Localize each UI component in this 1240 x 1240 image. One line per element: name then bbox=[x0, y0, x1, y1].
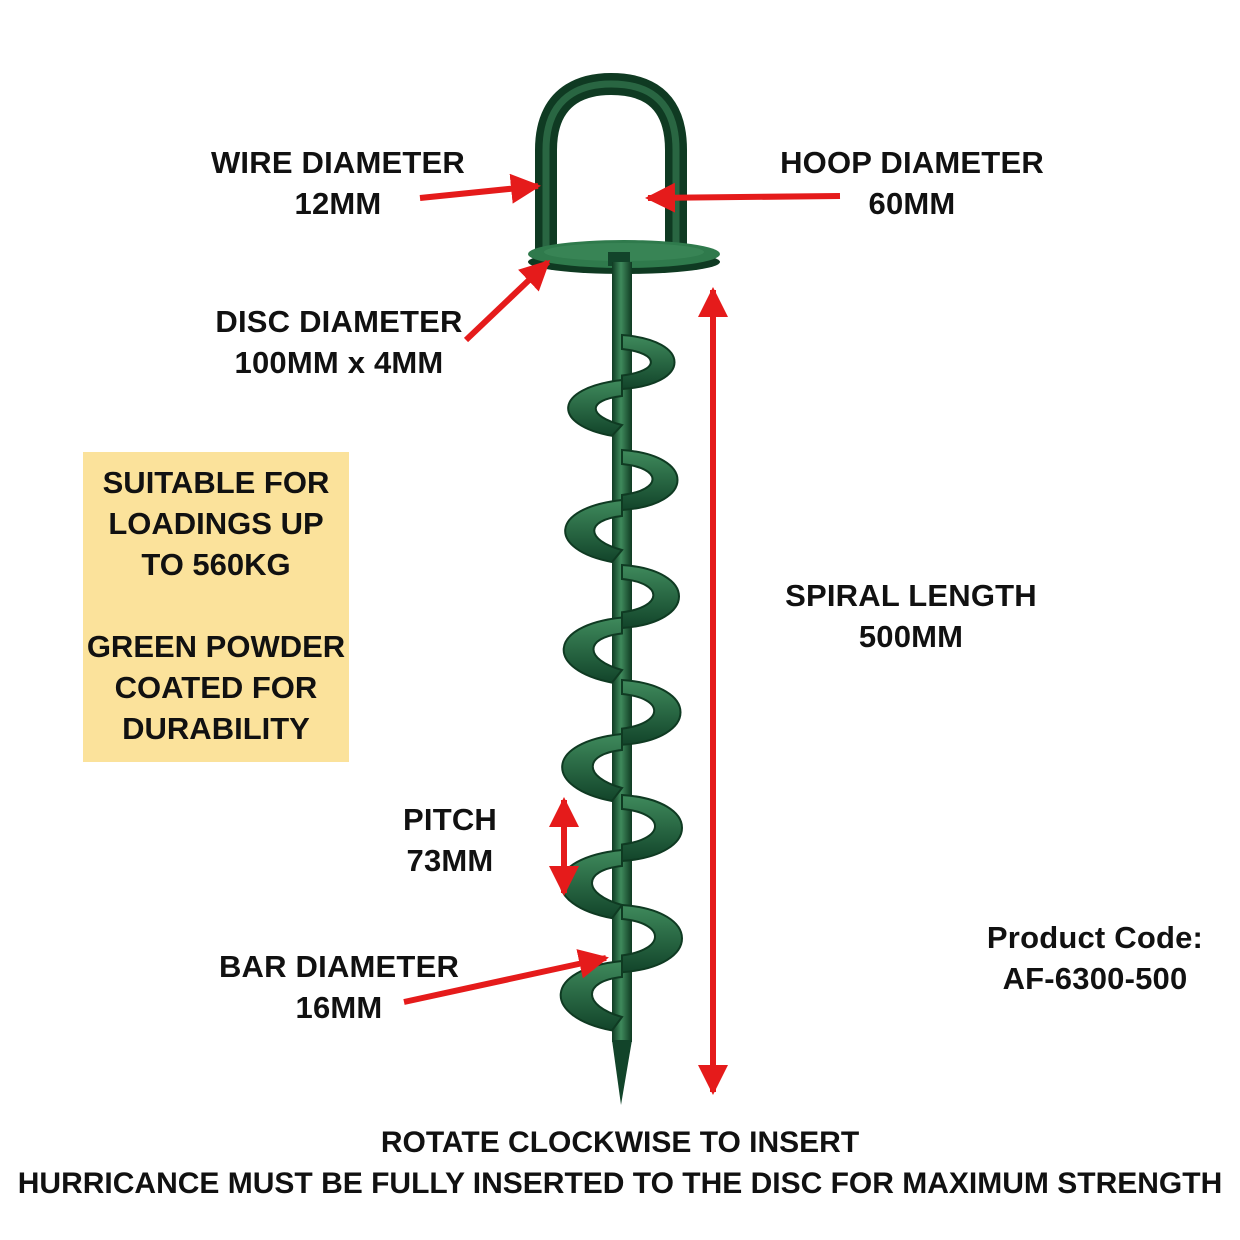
product-code-value: AF-6300-500 bbox=[1002, 961, 1188, 996]
disc-diameter-value: 100MM x 4MM bbox=[234, 345, 444, 380]
spiral-length-value: 500MM bbox=[858, 619, 964, 654]
pitch-value: 73MM bbox=[406, 843, 494, 878]
pitch-title: PITCH bbox=[403, 802, 497, 837]
hoop-diameter-label: HOOP DIAMETER 60MM bbox=[770, 142, 1054, 224]
product-code-block: Product Code: AF-6300-500 bbox=[975, 917, 1215, 999]
dimension-arrows bbox=[403, 173, 841, 1095]
features-infobox: SUITABLE FOR LOADINGS UP TO 560KG GREEN … bbox=[83, 452, 349, 762]
infobox-line: DURABILITY bbox=[122, 711, 310, 746]
infobox-line: LOADINGS UP bbox=[108, 506, 324, 541]
spiral-length-title: SPIRAL LENGTH bbox=[785, 578, 1037, 613]
pitch-label: PITCH 73MM bbox=[380, 799, 520, 881]
infobox-line: TO 560KG bbox=[141, 547, 291, 582]
wire-diameter-title: WIRE DIAMETER bbox=[210, 145, 466, 180]
bar-diameter-label: BAR DIAMETER 16MM bbox=[208, 946, 470, 1028]
disc-diameter-title: DISC DIAMETER bbox=[215, 304, 463, 339]
flight-lobe-left bbox=[562, 616, 624, 684]
flight-lobe-left bbox=[567, 378, 624, 437]
hoop-diameter-title: HOOP DIAMETER bbox=[780, 145, 1044, 180]
footer-instruction-2: HURRICANCE MUST BE FULLY INSERTED TO THE… bbox=[17, 1167, 1223, 1200]
bar-diameter-arrow bbox=[403, 949, 609, 1005]
hoop bbox=[535, 72, 687, 258]
infobox-line: GREEN POWDER bbox=[86, 629, 346, 664]
helical-flights bbox=[559, 333, 683, 1032]
hoop-diameter-arrow bbox=[645, 182, 841, 213]
disc-diameter-arrow bbox=[463, 259, 551, 343]
hoop-diameter-value: 60MM bbox=[868, 186, 956, 221]
bar-diameter-value: 16MM bbox=[295, 990, 383, 1025]
spiral-length-label: SPIRAL LENGTH 500MM bbox=[780, 575, 1042, 657]
footer-instruction-1: ROTATE CLOCKWISE TO INSERT bbox=[380, 1126, 860, 1159]
flight-lobe-left bbox=[561, 732, 624, 803]
infobox-line: COATED FOR bbox=[114, 670, 318, 705]
wire-diameter-label: WIRE DIAMETER 12MM bbox=[205, 142, 471, 224]
product-code-title: Product Code: bbox=[986, 920, 1204, 955]
wire-diameter-arrow bbox=[419, 173, 541, 204]
bar-diameter-title: BAR DIAMETER bbox=[218, 949, 460, 984]
disc-diameter-label: DISC DIAMETER 100MM x 4MM bbox=[206, 301, 472, 383]
wire-diameter-value: 12MM bbox=[294, 186, 382, 221]
flight-lobe-left bbox=[564, 498, 624, 564]
infobox-line: SUITABLE FOR bbox=[102, 465, 330, 500]
infobox-spacer bbox=[83, 585, 349, 626]
